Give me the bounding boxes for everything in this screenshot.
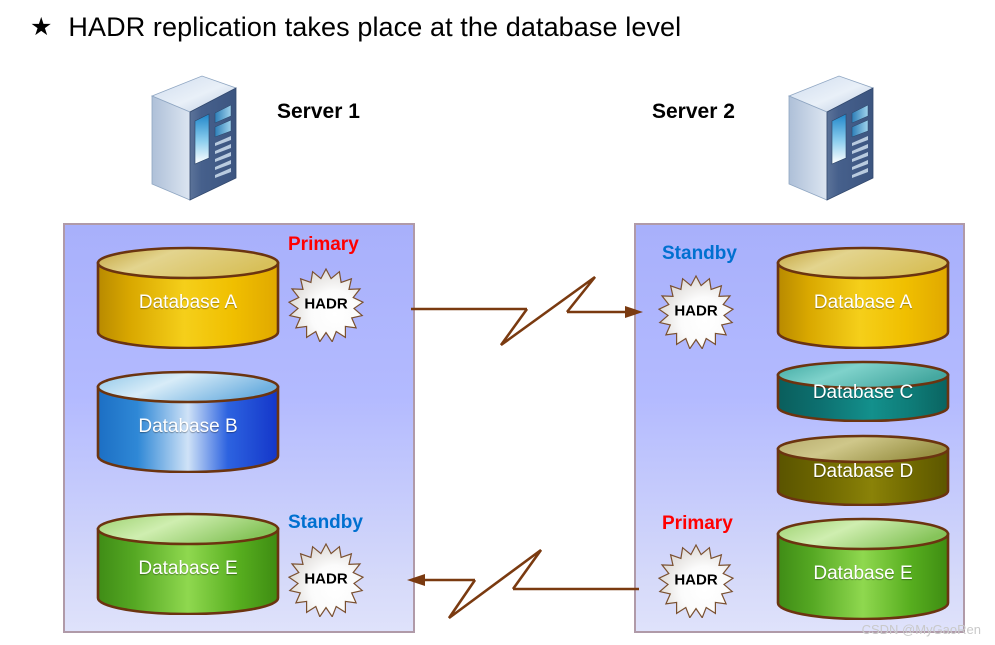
server-1-label: Server 1 <box>277 100 360 123</box>
server-tower-icon <box>148 72 240 207</box>
database-cylinder-a-left: Database A <box>96 246 280 349</box>
role-label-primary-left: Primary <box>288 234 359 255</box>
database-cylinder-d-right: Database D <box>776 434 950 506</box>
database-cylinder-b-left: Database B <box>96 370 280 473</box>
hadr-badge-icon: HADR <box>658 273 734 349</box>
server-tower-icon <box>785 72 877 207</box>
page-title-text: HADR replication takes place at the data… <box>68 11 682 42</box>
server-2-label: Server 2 <box>652 100 735 123</box>
watermark: CSDN @MyGaoRen <box>861 622 981 637</box>
hadr-badge-icon: HADR <box>658 542 734 618</box>
role-label-primary-right: Primary <box>662 513 733 534</box>
database-cylinder-e-left: Database E <box>96 512 280 615</box>
role-label-standby-right: Standby <box>662 243 737 264</box>
database-cylinder-a-right: Database A <box>776 246 950 349</box>
star-bullet-icon: ★ <box>30 12 53 41</box>
replication-arrow-left-to-right <box>405 262 645 372</box>
database-cylinder-e-right: Database E <box>776 517 950 620</box>
replication-arrow-right-to-left <box>405 532 645 642</box>
hadr-badge-icon: HADR <box>288 541 364 617</box>
hadr-badge-icon: HADR <box>288 266 364 342</box>
page-title: ★ HADR replication takes place at the da… <box>30 6 960 48</box>
database-cylinder-c-right: Database C <box>776 360 950 422</box>
role-label-standby-left: Standby <box>288 512 363 533</box>
